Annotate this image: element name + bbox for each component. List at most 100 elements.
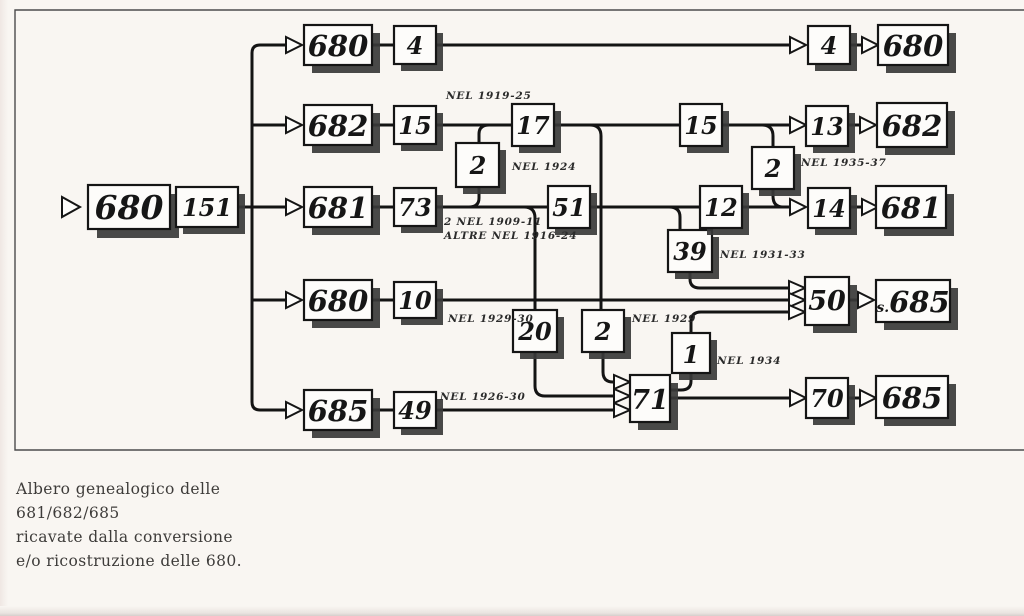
arrow-row2-out1-icon bbox=[789, 115, 809, 135]
arrow-row3-out1-icon bbox=[789, 197, 809, 217]
arrow-row1-out2-icon bbox=[861, 35, 881, 55]
svg-text:2: 2 bbox=[764, 154, 782, 183]
node-row5-out-class: 685 bbox=[874, 374, 956, 426]
svg-text:151: 151 bbox=[182, 193, 232, 222]
svg-text:680: 680 bbox=[883, 29, 944, 63]
annotation-nel-1929-30: NEL 1929-30 bbox=[447, 313, 534, 325]
node-row5-count: 49 bbox=[392, 390, 443, 435]
scan-bottom-edge bbox=[0, 606, 1024, 616]
caption-line-4: e/o ricostruzione delle 680. bbox=[16, 552, 242, 570]
node-s685: s.685 bbox=[874, 278, 958, 330]
node-row3-out-class: 681 bbox=[874, 184, 954, 236]
annotation-nel-1935-37: NEL 1935-37 bbox=[800, 157, 887, 169]
svg-text:2: 2 bbox=[469, 151, 487, 180]
node-50: 50 bbox=[803, 275, 857, 333]
node-39: 39 bbox=[666, 228, 719, 279]
diagram-border bbox=[14, 9, 1024, 451]
annotation-nel-1934: NEL 1934 bbox=[716, 355, 781, 367]
annotation-nel-1926-30: NEL 1926-30 bbox=[439, 391, 526, 403]
svg-text:39: 39 bbox=[673, 237, 707, 266]
node-row1-count: 4 bbox=[392, 24, 443, 71]
connector-71-1-50 bbox=[668, 310, 789, 392]
svg-text:17: 17 bbox=[516, 111, 550, 140]
node-row5-class: 685 bbox=[302, 388, 380, 438]
svg-text:2: 2 bbox=[594, 317, 612, 346]
svg-text:71: 71 bbox=[631, 385, 669, 416]
annotation-nel-1929: NEL 1929 bbox=[631, 313, 696, 325]
caption-line-2: 681/682/685 bbox=[16, 504, 120, 522]
node-row2-out-count: 13 bbox=[804, 104, 855, 153]
node-row3-out-count: 14 bbox=[806, 186, 857, 235]
node-70: 70 bbox=[804, 376, 855, 425]
caption-line-1: Albero genealogico delle bbox=[16, 480, 221, 498]
svg-text:682: 682 bbox=[882, 109, 943, 143]
figure-caption: Albero genealogico delle 681/682/685 ric… bbox=[16, 477, 242, 573]
node-row3-count: 73 bbox=[392, 186, 443, 233]
svg-text:15: 15 bbox=[398, 111, 431, 140]
node-row2-class: 682 bbox=[302, 103, 380, 153]
svg-text:20: 20 bbox=[517, 317, 552, 346]
caption-line-3: ricavate dalla conversione bbox=[16, 528, 233, 546]
node-1-1934: 1 bbox=[670, 331, 717, 380]
connector-2-1929-to-71 bbox=[601, 352, 614, 384]
arrow-row3-out2-icon bbox=[861, 197, 881, 217]
node-51: 51 bbox=[546, 184, 597, 235]
node-row1-out-class: 680 bbox=[876, 23, 956, 73]
scan-left-edge bbox=[0, 0, 8, 616]
svg-text:73: 73 bbox=[398, 193, 431, 222]
arrow-71-mid-icon bbox=[613, 387, 633, 405]
svg-text:12: 12 bbox=[704, 193, 737, 222]
connector-trunk bbox=[238, 43, 286, 412]
annotation-nel-1919-25: NEL 1919-25 bbox=[445, 90, 532, 102]
svg-text:685: 685 bbox=[882, 381, 943, 415]
node-row1-out-count: 4 bbox=[806, 24, 857, 71]
arrow-row5-in-icon bbox=[285, 400, 305, 420]
svg-text:682: 682 bbox=[308, 109, 369, 143]
node-2-1924: 2 bbox=[454, 141, 506, 194]
connector-681-to-20 bbox=[523, 205, 537, 310]
svg-text:13: 13 bbox=[810, 112, 843, 141]
node-2-1935: 2 bbox=[750, 145, 801, 196]
arrow-71-top-icon bbox=[613, 373, 633, 391]
arrow-50-bottom-icon bbox=[788, 303, 808, 321]
svg-text:4: 4 bbox=[407, 31, 424, 60]
arrow-row1-out1-icon bbox=[789, 35, 809, 55]
annotation-nel-1924: NEL 1924 bbox=[511, 161, 576, 173]
node-20: 20 bbox=[511, 308, 564, 359]
svg-text:s.685: s.685 bbox=[876, 285, 949, 319]
arrow-row2-out2-icon bbox=[859, 115, 879, 135]
arrow-50-top-icon bbox=[788, 279, 808, 297]
node-17: 17 bbox=[510, 102, 561, 153]
arrow-50-mid-icon bbox=[788, 291, 808, 309]
connector-39-to-50 bbox=[688, 272, 789, 290]
svg-text:50: 50 bbox=[808, 286, 846, 317]
svg-text:14: 14 bbox=[812, 194, 845, 223]
svg-text:685: 685 bbox=[308, 394, 369, 428]
connector-681-to-39 bbox=[668, 205, 682, 230]
svg-text:10: 10 bbox=[398, 286, 432, 315]
svg-text:680: 680 bbox=[95, 188, 164, 227]
node-row4-count: 10 bbox=[392, 280, 443, 325]
arrow-row2-in-icon bbox=[285, 115, 305, 135]
arrow-71-bottom-icon bbox=[613, 401, 633, 419]
node-row2-out-class: 682 bbox=[875, 101, 955, 155]
svg-text:680: 680 bbox=[308, 284, 369, 318]
node-row2-count: 15 bbox=[392, 104, 443, 151]
svg-text:15: 15 bbox=[684, 111, 717, 140]
svg-text:681: 681 bbox=[881, 191, 942, 225]
connector-20-to-71 bbox=[533, 352, 614, 398]
arrow-row3-in-icon bbox=[285, 197, 305, 217]
svg-text:4: 4 bbox=[821, 31, 838, 60]
svg-text:70: 70 bbox=[810, 384, 844, 413]
node-15-mid: 15 bbox=[678, 102, 729, 153]
node-row4-class: 680 bbox=[302, 278, 380, 328]
arrow-row5-out-icon bbox=[859, 388, 879, 408]
svg-text:1: 1 bbox=[683, 340, 700, 369]
annotation-2-nel-1909-11: 2 NEL 1909-11 bbox=[443, 216, 542, 228]
node-12: 12 bbox=[698, 184, 749, 235]
svg-text:680: 680 bbox=[308, 29, 369, 63]
node-row1-class: 680 bbox=[302, 23, 380, 73]
annotation-altre-nel-1916-24: ALTRE NEL 1916-24 bbox=[443, 230, 577, 242]
node-71: 71 bbox=[628, 373, 678, 430]
